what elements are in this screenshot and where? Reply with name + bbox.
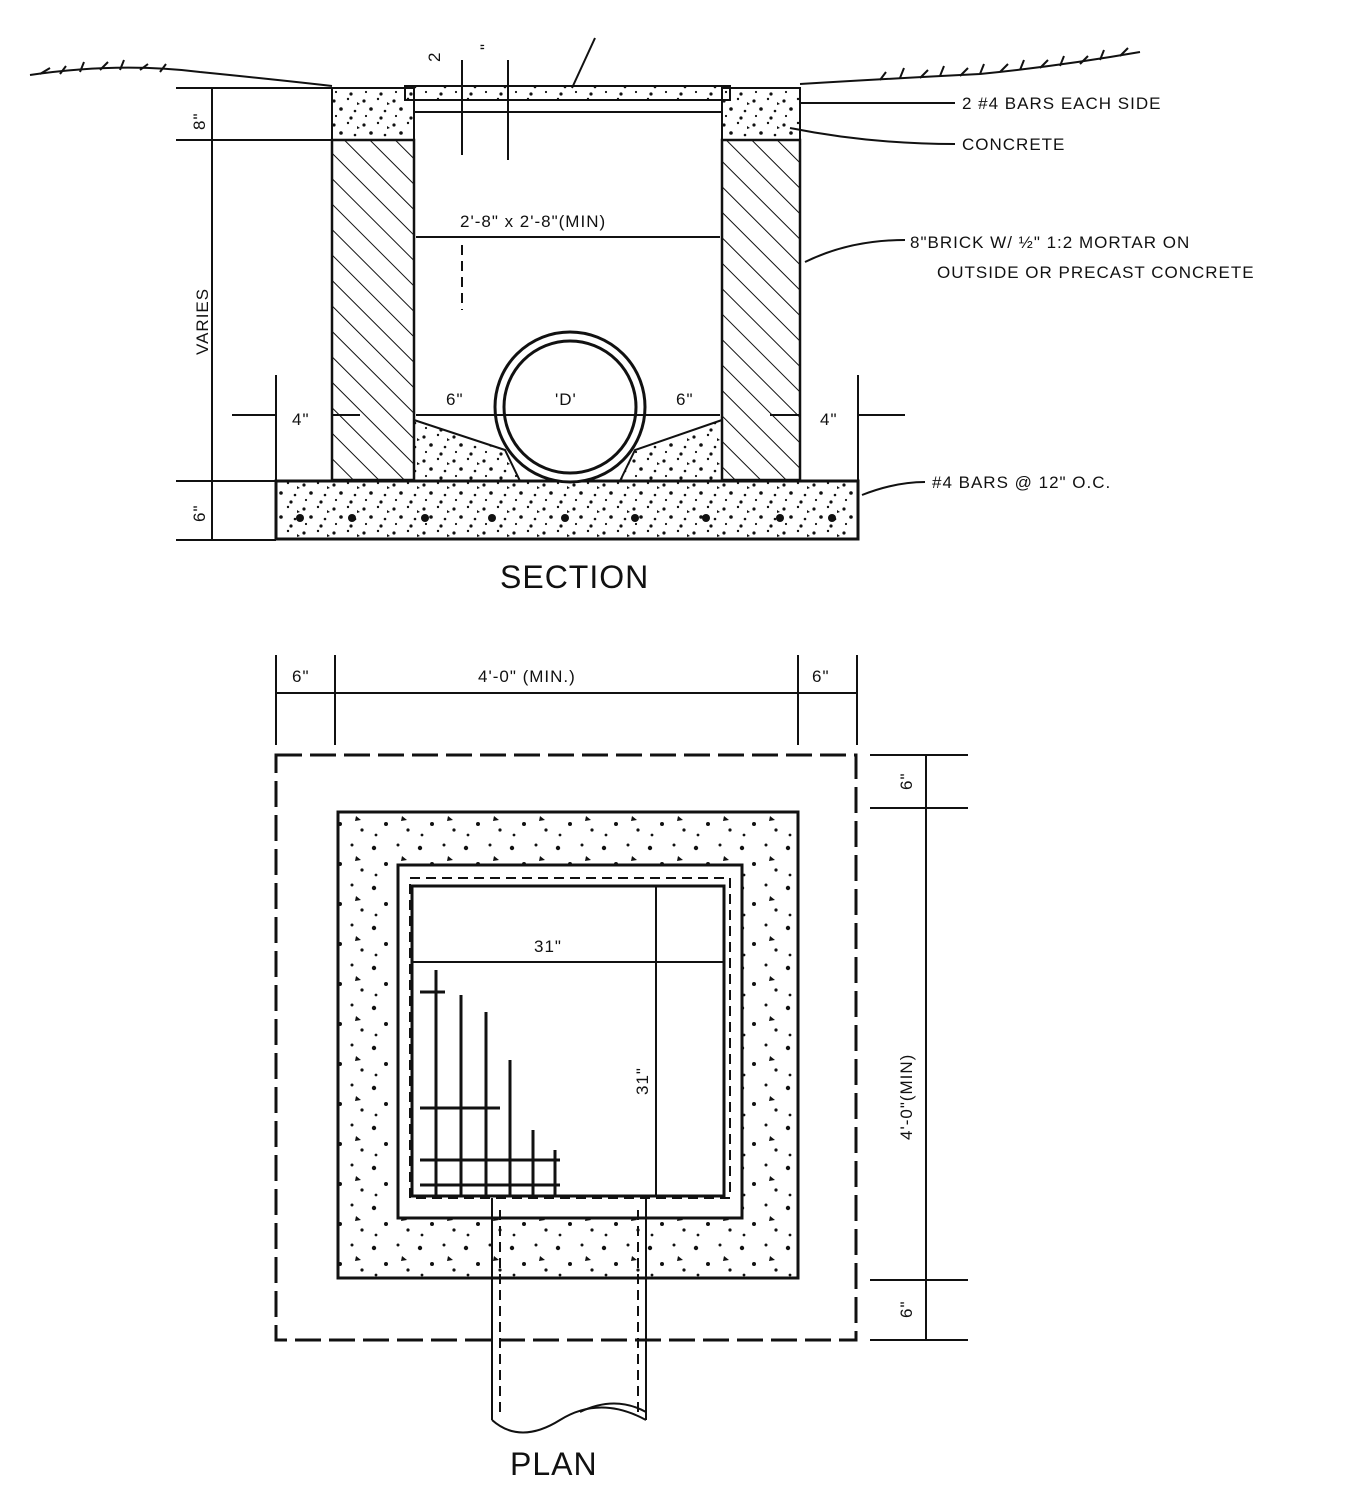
plan-dim-overall-height: 4'-0"(MIN) bbox=[897, 1054, 916, 1140]
plan-title: PLAN bbox=[510, 1446, 598, 1482]
plan-steps bbox=[420, 970, 560, 1196]
plan-grate-opening bbox=[410, 884, 726, 1198]
section-mark-left: 2 bbox=[425, 52, 444, 62]
plan-base-slab-outline bbox=[274, 753, 858, 1342]
base-rebar bbox=[296, 514, 836, 522]
dim-inside-box: 2'-8" x 2'-8"(MIN) bbox=[460, 212, 606, 231]
plan-dim-right: 6" bbox=[812, 667, 830, 686]
dim-pipe-dia: 'D' bbox=[555, 390, 577, 409]
brick-wall-left bbox=[330, 138, 416, 482]
invert-fill-left bbox=[413, 418, 522, 482]
ground-texture-right bbox=[879, 47, 1129, 81]
section-title: SECTION bbox=[500, 559, 649, 595]
dim-top-slab: 8" bbox=[190, 113, 209, 131]
plan-dim-inner-height: 31" bbox=[633, 1067, 652, 1095]
grate bbox=[404, 85, 731, 101]
dim-left-offset: 4" bbox=[292, 410, 310, 429]
leader-concrete bbox=[789, 127, 956, 145]
plan-dim-top: 6" bbox=[897, 773, 916, 791]
brick-wall-right bbox=[720, 138, 802, 482]
dim-varies: VARIES bbox=[193, 288, 212, 355]
plan-outlet-pipe bbox=[491, 1198, 647, 1434]
leader-brick bbox=[804, 239, 906, 263]
callout-bottom-bars: #4 BARS @ 12" O.C. bbox=[932, 473, 1111, 492]
ground-surface bbox=[29, 51, 1141, 87]
section-view: 2 " 8" VARIES 6" 2'-8" x 2'-8"(MIN) 6" '… bbox=[29, 37, 1255, 595]
invert-fill-right bbox=[618, 418, 723, 482]
callout-concrete: CONCRETE bbox=[962, 135, 1065, 154]
dim-base-slab: 6" bbox=[190, 505, 209, 523]
plan-view: 6" 4'-0" (MIN.) 6" 31" 31" bbox=[274, 655, 968, 1482]
top-collar-right bbox=[721, 87, 801, 141]
dim-right-clear: 6" bbox=[676, 390, 694, 409]
pipe-inner bbox=[502, 339, 638, 475]
plan-inner-opening-dashed bbox=[409, 877, 731, 1199]
section-mark-right: " bbox=[477, 43, 496, 50]
callout-brick-line1: 8"BRICK W/ ½" 1:2 MORTAR ON bbox=[910, 233, 1190, 252]
plan-inner-frame bbox=[396, 863, 744, 1220]
leader-bottom-bars bbox=[861, 481, 926, 496]
ground-texture-left bbox=[39, 59, 167, 75]
callout-bars-each-side: 2 #4 BARS EACH SIDE bbox=[962, 94, 1161, 113]
base-slab bbox=[274, 479, 860, 541]
plan-dim-inner-width: 31" bbox=[534, 937, 562, 956]
plan-dim-bottom: 6" bbox=[897, 1301, 916, 1319]
grate-callout-leader bbox=[571, 37, 596, 89]
plan-dim-overall-width: 4'-0" (MIN.) bbox=[478, 667, 576, 686]
dim-right-offset: 4" bbox=[820, 410, 838, 429]
plan-dim-left: 6" bbox=[292, 667, 310, 686]
top-collar-left bbox=[331, 87, 415, 141]
dim-left-clear: 6" bbox=[446, 390, 464, 409]
callout-brick-line2: OUTSIDE OR PRECAST CONCRETE bbox=[937, 263, 1255, 282]
